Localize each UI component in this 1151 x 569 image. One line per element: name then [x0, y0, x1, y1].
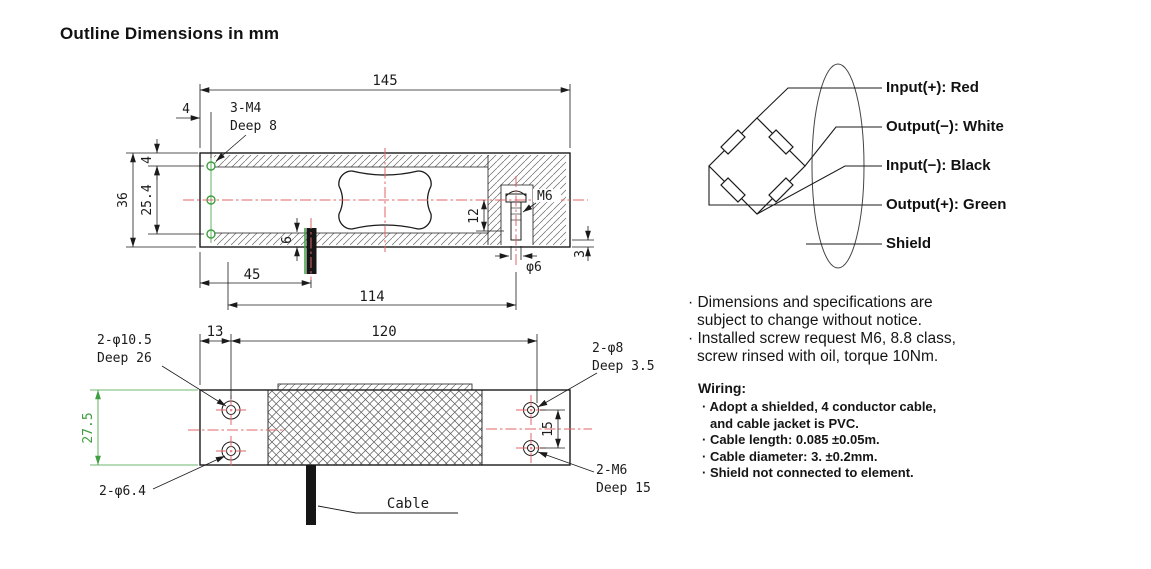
wire-label-input-plus: Input(+): Red [886, 79, 979, 96]
dim-114-label: 114 [359, 289, 384, 305]
leader-2m6 [537, 451, 595, 473]
wire-label-output-minus: Output(−): White [886, 118, 1004, 135]
dim-120-label: 120 [371, 324, 396, 340]
label-2phi64: 2-φ6.4 [99, 484, 146, 499]
label-2phi105: 2-φ10.5 [97, 333, 152, 348]
dim-145 [199, 84, 571, 148]
top-hatch-strip-lower [214, 233, 488, 245]
note-item: · Installed screw request M6, 8.8 class,… [688, 330, 956, 366]
leader-2phi64 [152, 455, 226, 490]
lead-input-plus [756, 87, 882, 119]
wire-label-shield: Shield [886, 235, 932, 252]
label-3m4: 3-M4 [230, 101, 261, 116]
dim-120 [231, 334, 538, 403]
strain-gauge [768, 129, 794, 155]
wheatstone-bridge [708, 117, 806, 215]
top-lip [277, 383, 473, 391]
wiring-notes-heading: Wiring: [698, 380, 747, 396]
dim-25-4-label: 25.4 [140, 184, 155, 215]
dim-12 [476, 200, 504, 232]
wiring-note-item: · Cable length: 0.085 ±0.05m. [702, 432, 880, 448]
label-2m6: 2-M6 [596, 463, 627, 478]
wire-label-input-minus: Input(−): Black [886, 157, 991, 174]
dim-3 [572, 226, 594, 261]
dim-36-label: 36 [116, 192, 131, 208]
dim-4-v-label: 4 [140, 156, 155, 164]
top-view: 145 4 3-M4 Deep 8 4 25.4 36 6 12 M6 φ6 3… [116, 73, 594, 310]
dim-13 [199, 334, 232, 399]
leader-2phi105 [161, 365, 227, 407]
crosshatch-section [267, 389, 483, 466]
dim-114 [227, 262, 517, 310]
dim-25-4 [148, 166, 204, 235]
dim-phi6 [495, 246, 537, 260]
general-notes: · Dimensions and specifications are subj… [684, 294, 986, 367]
bridge-leads [708, 87, 882, 245]
strain-gauge [720, 177, 746, 203]
dim-12-label: 12 [467, 208, 482, 224]
dim-27-5 [90, 389, 198, 466]
wire-label-output-plus: Output(+): Green [886, 196, 1007, 213]
dim-27-5-label: 27.5 [81, 412, 96, 443]
bottom-view-centerlines [188, 395, 592, 466]
label-2phi8-depth: Deep 3.5 [592, 359, 655, 374]
dim-4-horizontal [176, 112, 212, 158]
wiring-notes: Wiring: · Adopt a shielded, 4 conductor … [698, 380, 960, 482]
wiring-note-item: · Cable diameter: 3. ±0.2mm. [702, 448, 878, 464]
dim-45-label: 45 [244, 267, 261, 283]
leader-3m4 [215, 134, 247, 162]
dim-45 [199, 252, 312, 288]
wiring-note-item: · Adopt a shielded, 4 conductor cable, a… [702, 398, 937, 431]
label-2m6-depth: Deep 15 [596, 481, 651, 496]
label-3m4-depth: Deep 8 [230, 119, 277, 134]
dim-3-label: 3 [573, 250, 588, 258]
strain-gauge [720, 129, 746, 155]
dim-145-label: 145 [372, 73, 397, 89]
leader-2phi8 [537, 372, 598, 408]
wiring-note-item: · Shield not connected to element. [702, 465, 914, 481]
label-2phi8: 2-φ8 [592, 341, 623, 356]
label-phi6: φ6 [526, 260, 542, 275]
cable-stub-bottom-view [306, 465, 458, 525]
label-2phi105-depth: Deep 26 [97, 351, 152, 366]
lead-input-minus [756, 165, 882, 215]
label-m6-leader [522, 189, 561, 213]
dim-6-label: 6 [280, 236, 295, 244]
dim-4-h-label: 4 [182, 102, 190, 117]
page-title: Outline Dimensions in mm [60, 24, 280, 43]
cable-label: Cable [387, 496, 429, 512]
cable-stub-top-view [304, 228, 317, 274]
dim-15 [540, 409, 565, 449]
top-hatch-strip-upper [214, 155, 488, 167]
dim-15-label: 15 [541, 421, 556, 437]
label-m6: M6 [537, 189, 553, 204]
dim-13-label: 13 [207, 324, 224, 340]
dim-4-vertical [126, 139, 204, 180]
lead-output-plus [708, 166, 882, 206]
wiring-diagram [708, 63, 882, 269]
bottom-view: 2-φ10.5 Deep 26 13 120 2-φ8 Deep 3.5 27.… [81, 324, 655, 525]
note-item: · Dimensions and specifications are subj… [688, 294, 933, 330]
strain-gauge [768, 177, 794, 203]
dim-36 [126, 153, 196, 248]
lead-output-minus [804, 126, 882, 167]
top-view-centerlines [183, 148, 588, 280]
